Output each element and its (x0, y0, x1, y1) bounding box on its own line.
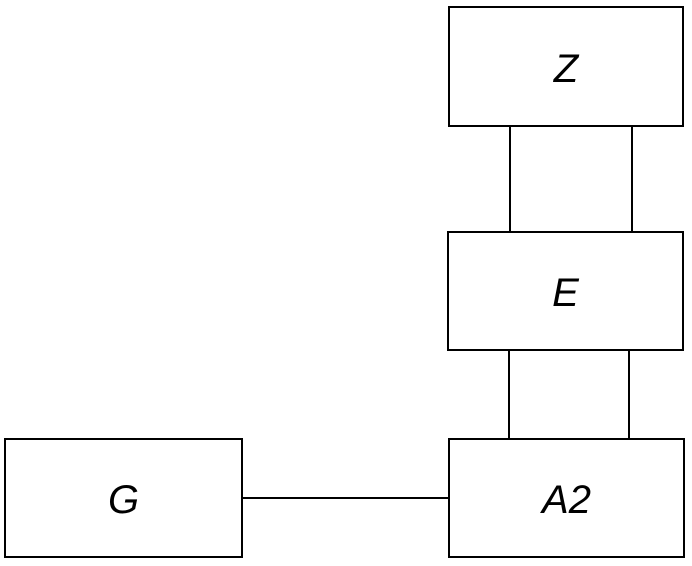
edge-e-a2-right-line (628, 349, 630, 440)
node-g-label: G (107, 478, 140, 522)
node-z: Z (448, 6, 684, 127)
edge-e-a2-left-line (508, 349, 510, 440)
edge-z-e-right-line (631, 125, 633, 233)
node-e-label: E (552, 271, 579, 315)
node-a2-label: A2 (542, 478, 591, 522)
edge-g-a2-line (241, 497, 450, 499)
edge-z-e-left-line (509, 125, 511, 233)
node-e: E (447, 231, 684, 351)
node-z-label: Z (553, 46, 579, 91)
node-g: G (4, 438, 243, 558)
node-a2: A2 (448, 438, 685, 558)
